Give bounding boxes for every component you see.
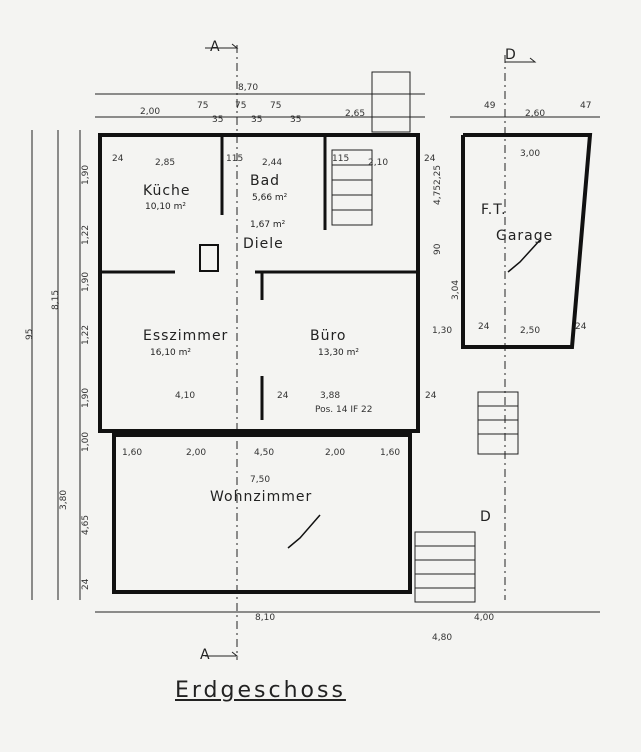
- room-area-wc: 1,67 m²: [250, 220, 286, 230]
- dim-left: 1,22: [81, 224, 91, 245]
- dim-right-garage: 2,25: [433, 164, 443, 185]
- dim-wz: 1,60: [122, 448, 143, 458]
- room-label-garage: Garage: [496, 228, 554, 244]
- room-label-bad: Bad: [250, 173, 281, 189]
- staircase: [331, 149, 373, 226]
- dim-garage-top: 2,60: [525, 109, 546, 119]
- section-mark-a-top: A: [210, 39, 221, 55]
- dim-garage-bottom: 2,50: [520, 326, 541, 336]
- dim-bottom-right: 4,80: [432, 633, 453, 643]
- dim-mid: 24: [425, 391, 437, 401]
- room-area-buero: 13,30 m²: [318, 348, 360, 358]
- dim-left: 1,90: [81, 271, 91, 292]
- dim-room: 2,85: [155, 158, 176, 168]
- dim-bottom-total: 8,10: [255, 613, 276, 623]
- dim-garage-top: 47: [580, 101, 592, 111]
- dim-garage-bottom: 1,30: [432, 326, 453, 336]
- dim-room: 2,44: [262, 158, 283, 168]
- garage-outline: [461, 133, 593, 349]
- section-mark-d-top: D: [505, 47, 517, 63]
- dim-top: 75: [235, 101, 247, 111]
- dim-left-lower: 3,80: [59, 489, 69, 510]
- dim-top: 35: [251, 115, 263, 125]
- dim-top: 75: [197, 101, 209, 111]
- dim-left: 1,90: [81, 387, 91, 408]
- room-label-diele: Diele: [243, 236, 284, 252]
- section-arrow-a-top: [205, 43, 239, 49]
- room-label-esszimmer: Esszimmer: [143, 328, 229, 344]
- dim-wz-inner: 7,50: [250, 475, 271, 485]
- dim-left: 1,22: [81, 324, 91, 345]
- dim-left-total: 8,15: [51, 289, 61, 310]
- dim-room: 24: [112, 154, 124, 164]
- plan-title: Erdgeschoss: [175, 678, 346, 703]
- dim-left: 1,90: [81, 164, 91, 185]
- dim-top: 35: [212, 115, 224, 125]
- exterior-steps-top: [371, 71, 411, 133]
- dim-top: 75: [270, 101, 282, 111]
- living-room-outline: [112, 433, 412, 594]
- checkmark: [507, 239, 541, 273]
- dim-wz: 1,60: [380, 448, 401, 458]
- dim-room: 2,10: [368, 158, 389, 168]
- room-label-wohnzimmer: Wohnzimmer: [210, 489, 313, 505]
- dim-left-lower: 24: [81, 578, 91, 590]
- section-arrow-d-top: [505, 57, 537, 63]
- garage-note: F.T.: [481, 202, 507, 218]
- exterior-steps-garage: [477, 391, 519, 455]
- dim-mid: 24: [277, 391, 289, 401]
- section-mark-a-bottom: A: [200, 647, 211, 663]
- dim-wz: 2,00: [325, 448, 346, 458]
- exterior-steps-bottom: [414, 531, 476, 603]
- dim-mid: 4,10: [175, 391, 196, 401]
- dim-top-total: 8,70: [238, 83, 259, 93]
- dim-bottom-right: 4,00: [474, 613, 495, 623]
- checkmark: [287, 514, 321, 549]
- dim-top: 2,00: [140, 107, 161, 117]
- dim-garage-bottom: 24: [478, 322, 490, 332]
- dim-left-outer: 95: [25, 328, 35, 340]
- room-label-buero: Büro: [310, 328, 347, 344]
- dim-room: 24: [424, 154, 436, 164]
- dim-room: 115: [226, 154, 244, 164]
- dim-top: 2,65: [345, 109, 366, 119]
- dim-left-lower: 4,65: [81, 514, 91, 535]
- dim-top: 35: [290, 115, 302, 125]
- dim-room: 115: [332, 154, 350, 164]
- dim-right-garage: 4,75: [433, 184, 443, 205]
- room-label-kueche: Küche: [143, 183, 191, 199]
- room-area-bad: 5,66 m²: [252, 193, 288, 203]
- dim-right-garage: 3,04: [451, 279, 461, 300]
- dim-right-garage: 90: [433, 243, 443, 255]
- house-outline: [98, 133, 420, 433]
- room-area-esszimmer: 16,10 m²: [150, 348, 192, 358]
- position-note: Pos. 14 IF 22: [315, 405, 373, 415]
- dim-wz: 4,50: [254, 448, 275, 458]
- dim-wz: 2,00: [186, 448, 207, 458]
- section-arrow-a-bottom: [205, 651, 239, 657]
- dim-garage-inner: 3,00: [520, 149, 541, 159]
- dim-left: 1,00: [81, 431, 91, 452]
- dim-garage-top: 49: [484, 101, 496, 111]
- dim-garage-bottom: 24: [575, 322, 587, 332]
- chimney: [199, 244, 219, 272]
- section-mark-d-side: D: [480, 509, 492, 525]
- room-area-kueche: 10,10 m²: [145, 202, 187, 212]
- dim-mid: 3,88: [320, 391, 341, 401]
